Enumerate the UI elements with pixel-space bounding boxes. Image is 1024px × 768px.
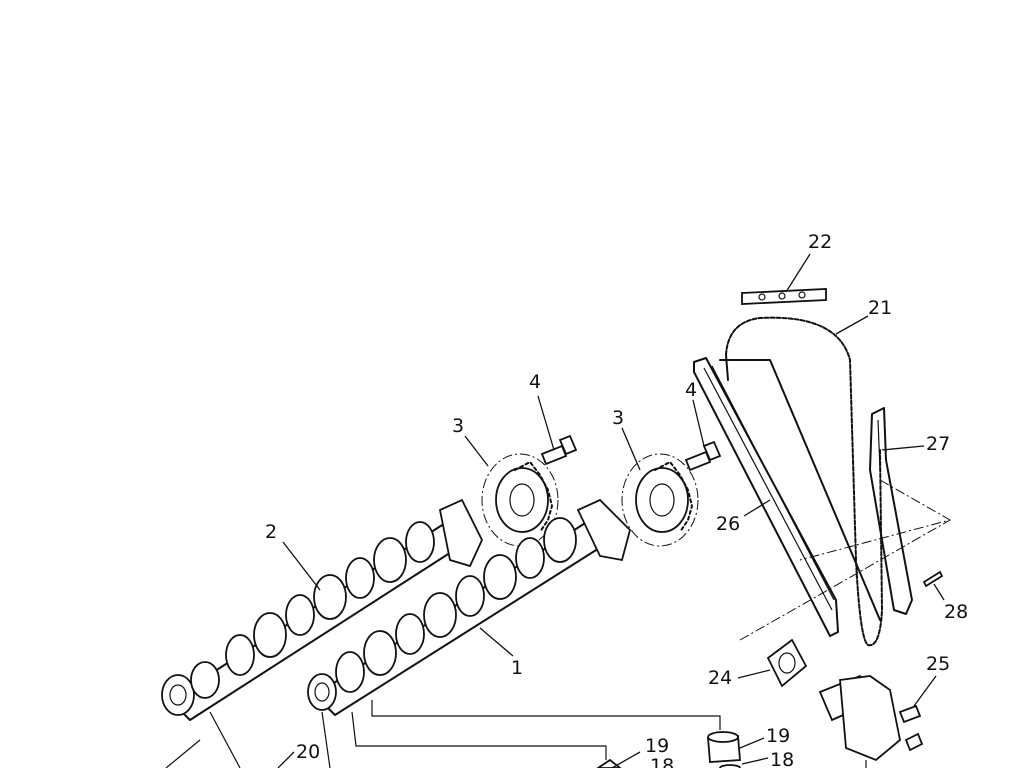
sprocket-bolt-right <box>684 440 722 472</box>
callout-26: 26 <box>716 513 740 535</box>
callout-3-right: 3 <box>612 407 624 429</box>
sprocket-right <box>621 453 699 547</box>
chain-tensioner <box>818 674 924 762</box>
callout-20: 20 <box>296 741 320 763</box>
callout-3-left: 3 <box>452 415 464 437</box>
chain-guide-top <box>741 288 827 305</box>
camshaft-intake <box>307 498 632 716</box>
callout-1: 1 <box>511 657 523 679</box>
tensioner-gasket <box>739 519 951 688</box>
guide-pin <box>922 570 944 588</box>
callout-19-right: 19 <box>766 725 790 747</box>
chain-guide-rail <box>693 357 881 637</box>
sprocket-left <box>481 453 559 547</box>
callout-4-left: 4 <box>529 371 541 393</box>
assembly-brackets <box>165 700 867 768</box>
callout-21: 21 <box>868 297 892 319</box>
callout-24: 24 <box>708 667 732 689</box>
callout-18-left: 18 <box>650 755 674 768</box>
callout-18-right: 18 <box>770 749 794 768</box>
leader-lines <box>277 253 945 768</box>
callout-22: 22 <box>808 231 832 253</box>
callout-25: 25 <box>926 653 950 675</box>
callout-4-right: 4 <box>685 379 697 401</box>
sprocket-bolt-left <box>540 434 578 466</box>
callout-2: 2 <box>265 521 277 543</box>
callout-19-left: 19 <box>645 735 669 757</box>
callout-28: 28 <box>944 601 968 623</box>
callout-27: 27 <box>926 433 950 455</box>
camshaft-exhaust <box>161 498 483 721</box>
